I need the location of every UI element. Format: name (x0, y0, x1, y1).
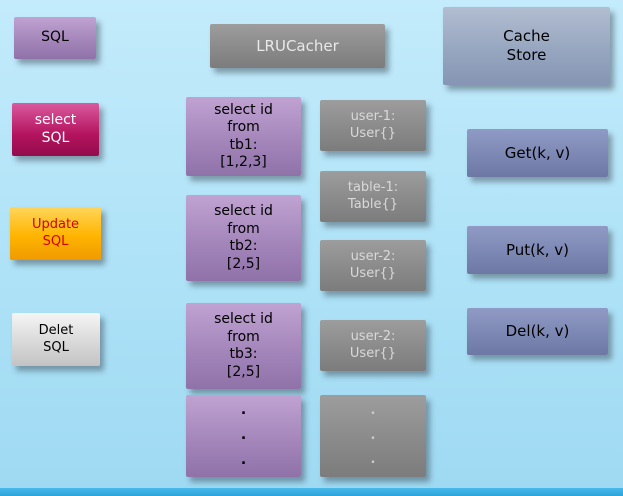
select-sql-box: select SQL (12, 103, 99, 156)
query-line: tb1: (229, 136, 258, 153)
cache-entry-line: Table{} (347, 196, 399, 212)
sql-label: SQL (41, 29, 69, 46)
cache-entry-user2: user-2: User{} (320, 240, 426, 291)
ellipsis-dot: . (240, 427, 247, 444)
cache-entry-line: User{} (349, 345, 397, 361)
ellipsis-dot: . (370, 452, 376, 468)
query-line: from (227, 328, 260, 345)
delete-sql-line: SQL (43, 339, 69, 355)
lru-cacher-box: LRUCacher (210, 24, 385, 68)
query-line: tb3: (229, 346, 258, 362)
del-operation-box: Del(k, v) (467, 308, 608, 355)
sql-box: SQL (14, 17, 96, 59)
bottom-strip (0, 488, 623, 496)
query-box-tb3: select id from tb3: [2,5] (186, 303, 301, 389)
query-box-tb1: select id from tb1: [1,2,3] (186, 97, 301, 176)
cache-store-line: Store (506, 46, 547, 64)
update-sql-box: Update SQL (10, 207, 101, 260)
cache-entry-table1: table-1: Table{} (320, 171, 426, 222)
query-line: tb2: (229, 238, 258, 254)
ellipsis-dot: . (370, 403, 376, 419)
cache-entry-line: User{} (349, 125, 397, 141)
lru-cacher-label: LRUCacher (256, 36, 339, 55)
query-box-tb2: select id from tb2: [2,5] (186, 195, 301, 281)
delete-sql-box: Delet SQL (12, 313, 100, 366)
select-sql-line: select (34, 112, 77, 128)
query-line: select id (214, 101, 273, 118)
put-operation-label: Put(k, v) (506, 240, 569, 259)
get-operation-box: Get(k, v) (467, 129, 608, 177)
query-line: from (227, 220, 260, 237)
cache-store-box: Cache Store (443, 7, 610, 85)
ellipsis-dot: . (370, 427, 376, 443)
query-box-ellipsis: . . . (186, 395, 301, 477)
ellipsis-dot: . (240, 452, 247, 469)
cache-entry-line: user-1: (350, 109, 396, 125)
query-line: [1,2,3] (220, 154, 267, 170)
select-sql-line: SQL (41, 129, 70, 146)
query-line: select id (214, 203, 273, 219)
query-line: [2,5] (226, 363, 261, 380)
delete-sql-line: Delet (38, 323, 74, 339)
cache-entry-line: table-1: (347, 180, 399, 196)
cache-entry-user2b: user-2: User{} (320, 320, 426, 371)
cache-store-line: Cache (503, 27, 550, 46)
update-sql-line: SQL (42, 233, 69, 249)
query-line: select id (214, 311, 273, 327)
cache-entry-line: user-2: (350, 249, 396, 265)
cache-entry-line: user-2: (350, 329, 396, 345)
del-operation-label: Del(k, v) (505, 322, 570, 341)
query-line: from (227, 119, 260, 135)
ellipsis-dot: . (240, 402, 247, 419)
query-line: [2,5] (226, 255, 261, 272)
get-operation-label: Get(k, v) (504, 143, 571, 162)
cache-entry-line: User{} (349, 265, 397, 281)
update-sql-line: Update (31, 217, 80, 233)
cache-entry-user1: user-1: User{} (320, 100, 426, 151)
cache-entry-ellipsis: . . . (320, 395, 426, 477)
put-operation-box: Put(k, v) (467, 226, 608, 274)
